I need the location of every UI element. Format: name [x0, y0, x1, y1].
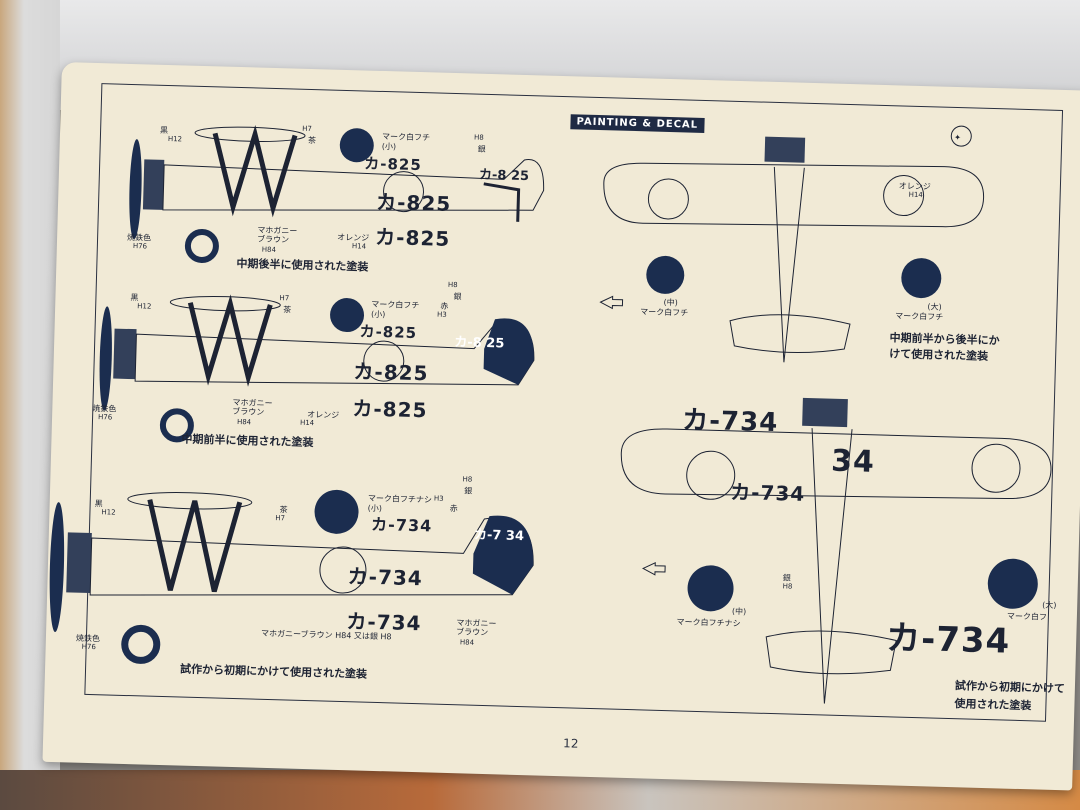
label-red-code: H3: [433, 494, 444, 503]
label-burnt-iron-code: H76: [97, 413, 113, 422]
mark-mid-size: (中): [731, 606, 747, 617]
code-label: カ-825: [364, 154, 423, 175]
label-brown-code: H7: [279, 294, 290, 303]
label-red: 赤: [449, 504, 458, 514]
label-silver-code: H8: [782, 582, 793, 591]
lower-wing-large-code: カ-734: [885, 618, 1011, 662]
code-label: カ-734: [370, 514, 433, 536]
label-mahogany: マホガニー ブラウン: [257, 225, 298, 245]
label-silver: 銀: [477, 144, 486, 154]
label-burnt-iron-code: H76: [81, 642, 96, 652]
label-orange-code: H14: [351, 242, 367, 251]
biplane-side-drawing: [49, 492, 534, 664]
maker-logo-icon: ✦: [950, 125, 972, 147]
label-mahogany-code: H84: [236, 418, 252, 427]
biplane-top-drawing: [599, 136, 985, 363]
label-brown-code: H7: [302, 124, 313, 134]
side-view-1: マーク白フチ (小) カ-825 カ-825 カ-825 カ-8 25 黒 H1…: [62, 62, 1080, 274]
top-code: カ-734: [681, 405, 779, 439]
page-number: 12: [562, 736, 579, 751]
label-orange-code: H14: [908, 190, 923, 200]
label-silver-code: H8: [447, 280, 458, 290]
mark-size-label: (小): [381, 141, 397, 152]
arrow-left-icon: [599, 295, 624, 310]
label-black-code: H12: [101, 508, 116, 517]
upper-wing-partial-code: 34: [830, 443, 876, 480]
label-silver-code: H8: [462, 475, 473, 484]
label-brown-code: H7: [275, 514, 286, 523]
mark-size-label: (小): [370, 309, 386, 320]
tail-code: カ-8 25: [478, 167, 530, 185]
caption-top-2: 試作から初期にかけて使用された塗装: [954, 679, 1066, 713]
top-view-1: (中) マーク白フチ (大) マーク白フチ オレンジ H14 中期前半から後半に…: [62, 62, 1080, 363]
mark-large-size: (大): [1042, 600, 1057, 610]
biplane-side-drawing: [129, 124, 545, 263]
label-mahogany: マホガニー ブラウン: [232, 397, 273, 417]
instruction-sheet: PAINTING & DECAL ✦ マーク白フチ (小) カ-825 カ-82…: [42, 62, 1080, 791]
svg-text:✦: ✦: [954, 133, 961, 142]
label-silver-code: H8: [473, 133, 484, 142]
biplane-side-drawing: [99, 294, 535, 443]
label-mahogany-code: H84: [459, 638, 475, 647]
biplane-top-drawing: [620, 397, 1052, 704]
fuselage-code: カ-734: [347, 564, 424, 591]
label-mahogany-code: H84: [261, 245, 277, 255]
lower-wing-code: カ-825: [352, 396, 428, 423]
tail-code: カ-7 34: [473, 527, 525, 545]
label-black-code: H12: [167, 134, 183, 144]
label-silver: 銀: [453, 292, 462, 302]
fuselage-code: カ-825: [375, 189, 452, 216]
mark-large-label: マーク白フ: [1006, 611, 1048, 622]
label-brown: 茶: [283, 305, 292, 315]
lower-wing-code: カ-734: [729, 479, 806, 506]
caption-top-1: 中期前半から後半にかけて使用された塗装: [888, 331, 1000, 363]
label-brown: 茶: [307, 135, 317, 146]
code-label: カ-825: [359, 322, 418, 343]
mark-large-label: マーク白フチ: [895, 311, 944, 322]
label-mahogany: マホガニー ブラウン: [456, 618, 497, 638]
label-orange-code: H14: [299, 418, 315, 428]
tail-code: カ-8 25: [454, 335, 505, 352]
mark-mid-label: マーク白フチナシ: [676, 617, 741, 629]
side-view-2: マーク白フチ (小) カ-825 カ-825 カ-825 カ-8 25 赤 H3…: [62, 62, 1080, 449]
arrow-left-icon: [641, 561, 666, 576]
label-burnt-iron-code: H76: [132, 242, 148, 251]
lower-wing-code: カ-825: [374, 224, 451, 251]
label-red-code: H3: [436, 310, 447, 319]
fuselage-code: カ-825: [353, 359, 429, 386]
side-view-3: マーク白フチナシ (小) カ-734 カ-734 カ-734 カ-7 34 赤 …: [49, 62, 1080, 681]
label-silver: 銀: [464, 486, 473, 496]
label-black-code: H12: [137, 302, 152, 311]
top-view-2: カ-734 34 カ-734 (中) マーク白フチナシ (大) マーク白フ 銀 …: [62, 62, 1080, 712]
mark-mid-label: マーク白フチ: [640, 307, 689, 318]
